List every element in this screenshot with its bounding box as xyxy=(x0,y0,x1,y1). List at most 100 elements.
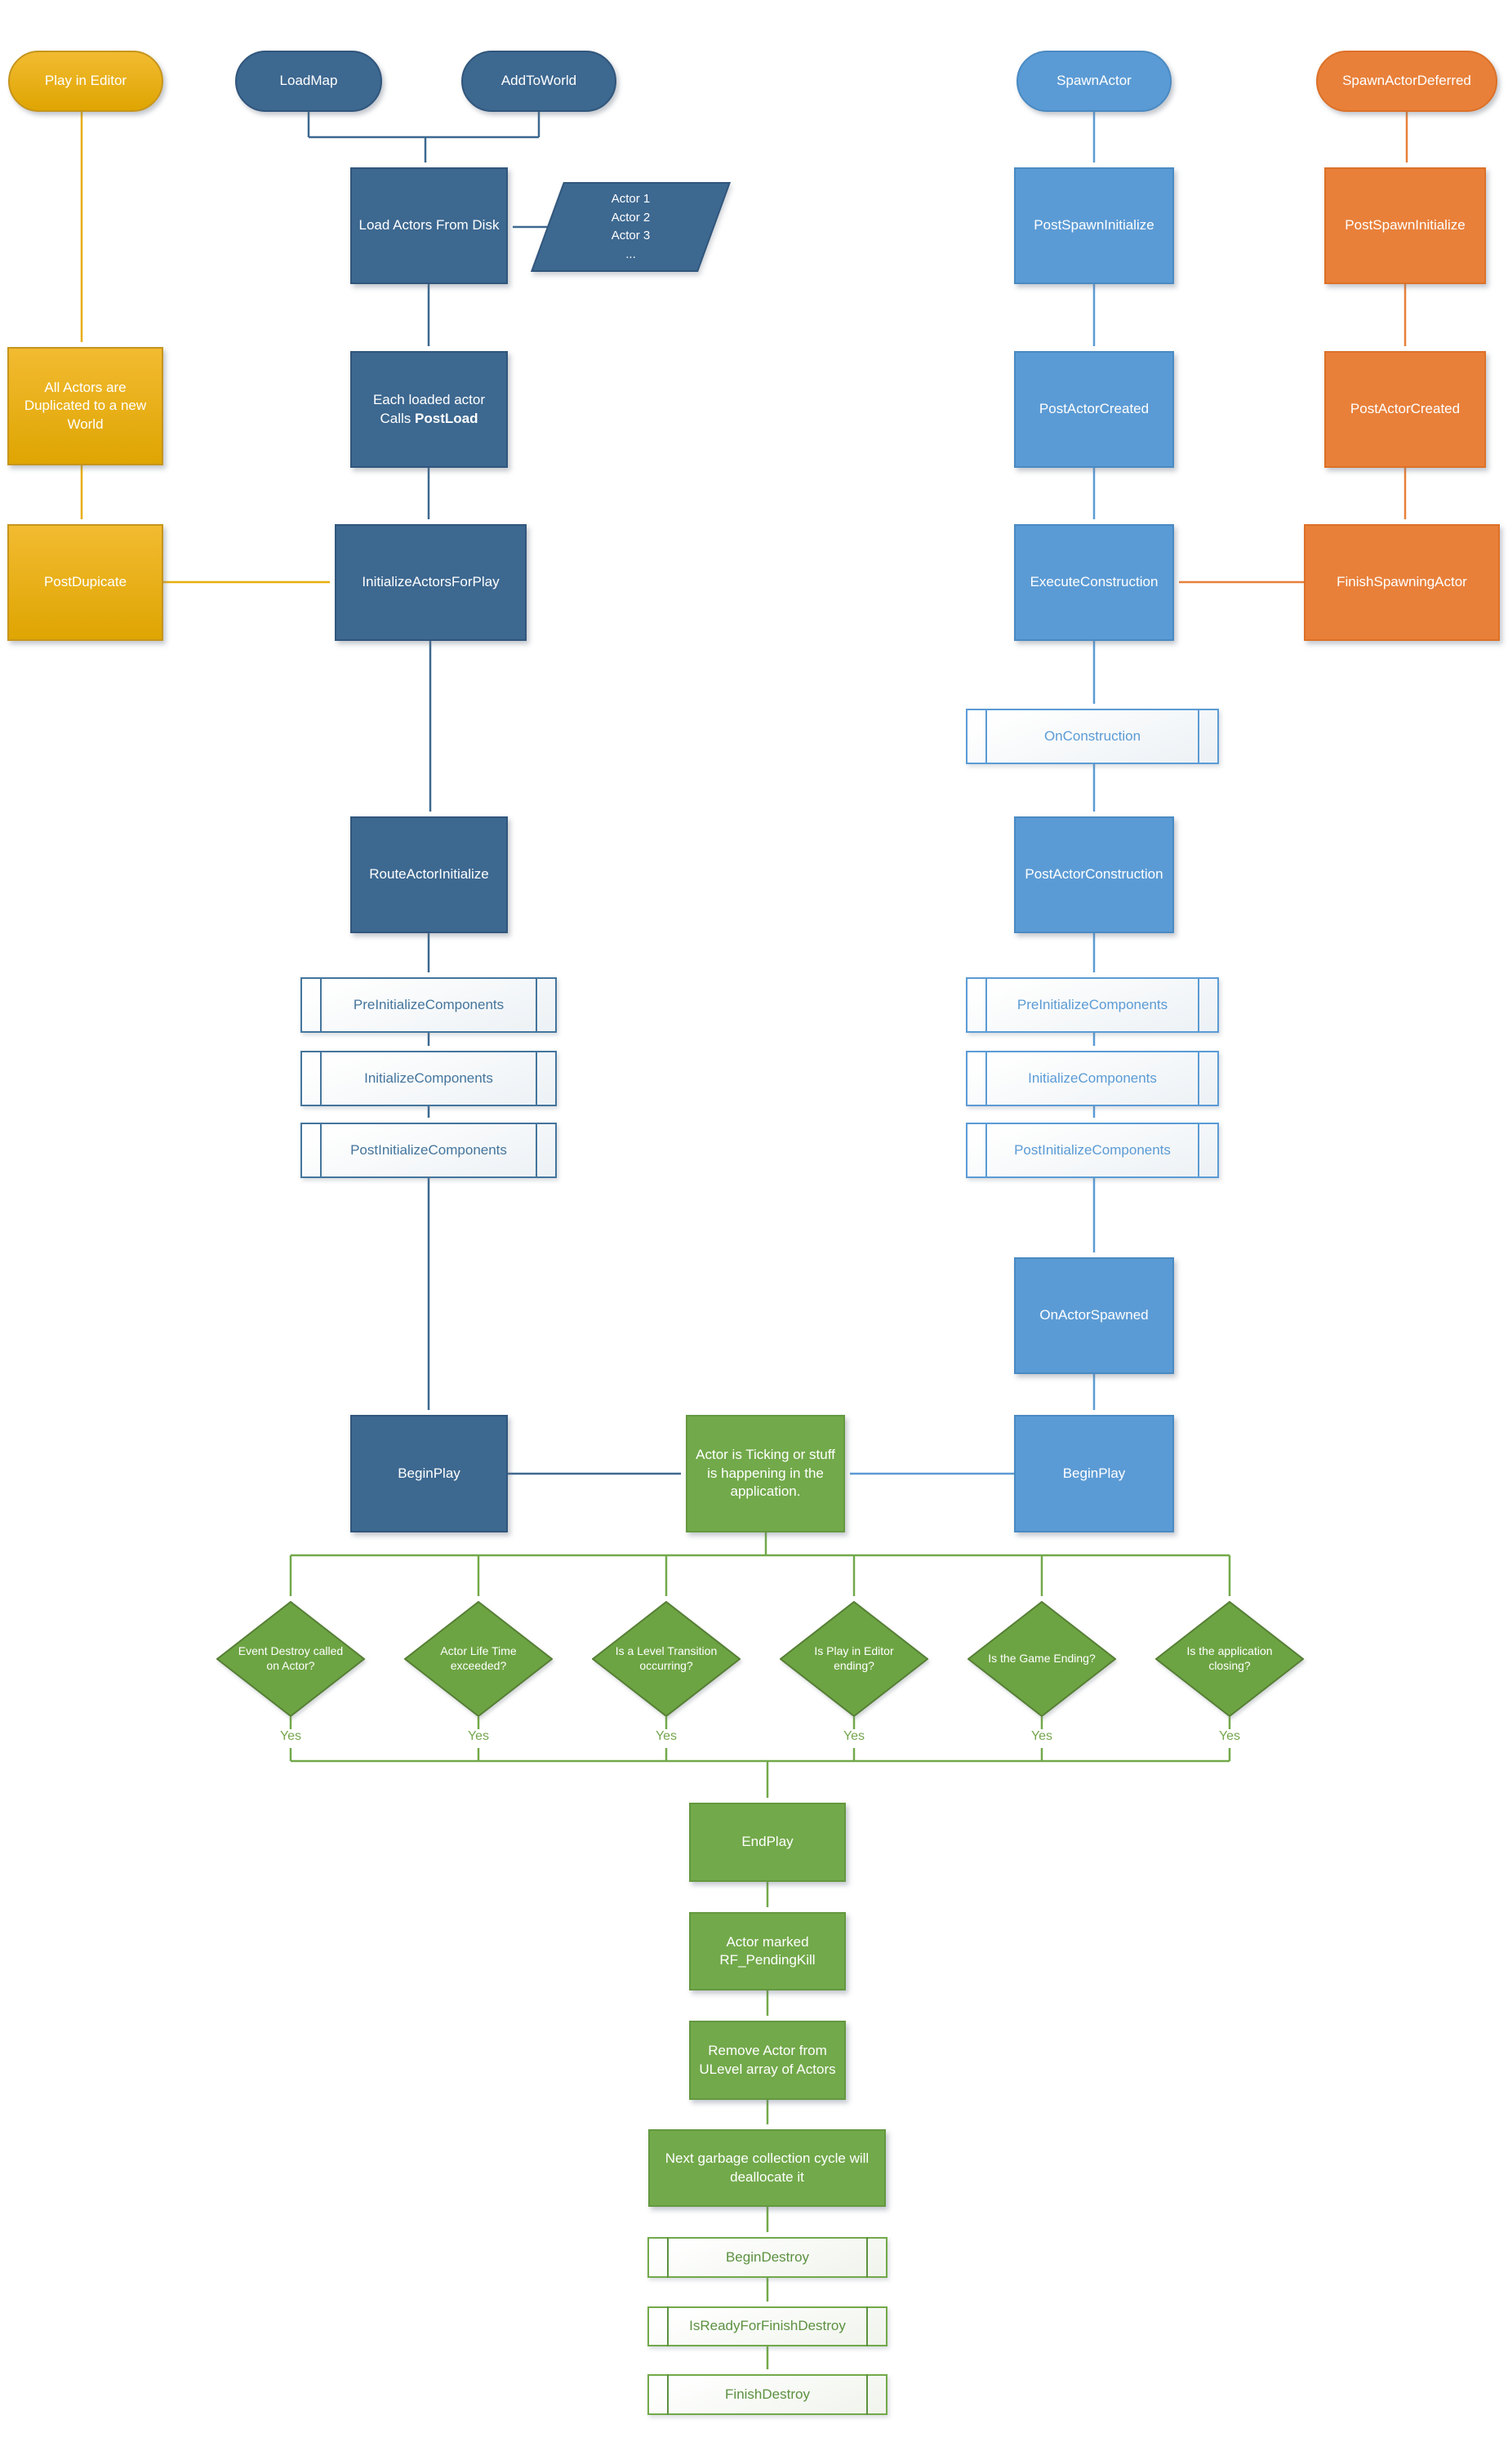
actor-marked-pending-kill-node: Actor marked RF_PendingKill xyxy=(689,1912,846,1990)
node-label: BeginDestroy xyxy=(725,2248,810,2265)
subprocess-bar xyxy=(536,1123,537,1178)
yes-label: Yes xyxy=(467,1729,490,1743)
post-spawn-initialize-orange-node: PostSpawnInitialize xyxy=(1324,167,1486,284)
diamond-shape xyxy=(592,1601,741,1717)
diamond-shape xyxy=(1155,1601,1304,1717)
route-actor-initialize-node: RouteActorInitialize xyxy=(350,816,508,933)
actor-ticking-node: Actor is Ticking or stuff is happening i… xyxy=(686,1415,845,1532)
diamond-shape xyxy=(216,1601,365,1717)
yes-label: Yes xyxy=(843,1729,865,1743)
yes-label: Yes xyxy=(279,1729,302,1743)
node-label: Actor marked RF_PendingKill xyxy=(719,1933,816,1968)
node-label: BeginPlay xyxy=(398,1465,460,1481)
node-label: FinishSpawningActor xyxy=(1337,574,1467,590)
node-label: Load Actors From Disk xyxy=(358,217,500,234)
node-label: InitializeComponents xyxy=(1028,1070,1157,1086)
node-label: IsReadyForFinishDestroy xyxy=(689,2318,846,2334)
node-label: BeginPlay xyxy=(1062,1465,1126,1481)
each-loaded-actor-node: Each loaded actor Calls PostLoad xyxy=(350,351,508,468)
yes-label: Yes xyxy=(655,1729,678,1743)
decision-play-in-editor-ending: Is Play in Editor ending? xyxy=(780,1601,928,1717)
actor-list-line: ... xyxy=(625,247,636,261)
finish-spawning-actor-node: FinishSpawningActor xyxy=(1304,524,1500,641)
add-to-world-terminator: AddToWorld xyxy=(461,51,616,112)
actor-list-data-node: Actor 1 Actor 2 Actor 3 ... xyxy=(530,182,732,272)
spawn-actor-terminator: SpawnActor xyxy=(1016,51,1172,112)
label-line2: Calls xyxy=(380,410,416,426)
execute-construction-node: ExecuteConstruction xyxy=(1014,524,1174,641)
load-map-terminator: LoadMap xyxy=(235,51,382,112)
node-label: Next garbage collection cycle will deall… xyxy=(665,2150,870,2185)
node-label: Remove Actor from ULevel array of Actors xyxy=(699,2043,836,2077)
node-label: PreInitializeComponents xyxy=(353,996,505,1012)
label-line1: Each loaded actor xyxy=(372,392,486,408)
node-label: SpawnActorDeferred xyxy=(1342,73,1471,89)
diamond-shape xyxy=(968,1601,1116,1717)
spawn-actor-deferred-terminator: SpawnActorDeferred xyxy=(1316,51,1497,112)
node-label: Is the Game Ending? xyxy=(988,1652,1096,1666)
actor-list-line: Actor 2 xyxy=(611,210,651,225)
subprocess-bar xyxy=(1198,1123,1199,1178)
post-actor-created-orange-node: PostActorCreated xyxy=(1324,351,1486,468)
subprocess-bar xyxy=(1198,709,1199,764)
node-label: OnActorSpawned xyxy=(1039,1307,1149,1323)
node-label: Is a Level Transition occurring? xyxy=(615,1644,718,1672)
post-initialize-components-right-subprocess: PostInitializeComponents xyxy=(966,1123,1219,1178)
node-label: Is the application closing? xyxy=(1186,1644,1273,1672)
yes-label: Yes xyxy=(1030,1729,1053,1743)
post-initialize-components-left-subprocess: PostInitializeComponents xyxy=(300,1123,557,1178)
subprocess-bar xyxy=(320,977,322,1033)
subprocess-bar xyxy=(985,709,987,764)
actor-list-line: Actor 1 xyxy=(611,192,651,206)
label-postload-bold: PostLoad xyxy=(415,410,478,426)
decision-application-closing: Is the application closing? xyxy=(1155,1601,1304,1717)
post-actor-created-blue-node: PostActorCreated xyxy=(1014,351,1174,468)
node-label: Is Play in Editor ending? xyxy=(814,1644,894,1672)
node-label: Each loaded actor Calls PostLoad xyxy=(373,391,485,428)
subprocess-bar xyxy=(320,1123,322,1178)
subprocess-bar xyxy=(536,1051,537,1106)
node-label: Event Destroy called on Actor? xyxy=(238,1644,344,1672)
subprocess-bar xyxy=(985,977,987,1033)
node-label: PostSpawnInitialize xyxy=(1034,217,1154,234)
subprocess-bar xyxy=(866,2237,868,2278)
decision-game-ending: Is the Game Ending? xyxy=(968,1601,1116,1717)
initialize-actors-for-play-node: InitializeActorsForPlay xyxy=(335,524,527,641)
node-label: PostActorConstruction xyxy=(1025,866,1163,883)
node-label: PreInitializeComponents xyxy=(1016,996,1168,1012)
subprocess-bar xyxy=(667,2237,669,2278)
initialize-components-left-subprocess: InitializeComponents xyxy=(300,1051,557,1106)
decision-actor-life-time: Actor Life Time exceeded? xyxy=(404,1601,553,1717)
node-label: EndPlay xyxy=(741,1834,794,1850)
node-label: PostActorCreated xyxy=(1350,401,1461,417)
begin-play-left-node: BeginPlay xyxy=(350,1415,508,1532)
actor-list-line: Actor 3 xyxy=(611,229,651,242)
play-in-editor-terminator: Play in Editor xyxy=(8,51,163,112)
initialize-components-right-subprocess: InitializeComponents xyxy=(966,1051,1219,1106)
node-label: RouteActorInitialize xyxy=(369,866,489,883)
node-label: Actor 1 Actor 2 Actor 3 ... xyxy=(612,190,651,264)
node-label: Play in Editor xyxy=(44,73,127,89)
begin-play-right-node: BeginPlay xyxy=(1014,1415,1174,1532)
node-label: FinishDestroy xyxy=(725,2386,810,2402)
node-label: PostInitializeComponents xyxy=(1014,1141,1171,1158)
node-label: PostDupicate xyxy=(43,574,127,590)
node-label: SpawnActor xyxy=(1056,73,1132,89)
begin-destroy-subprocess: BeginDestroy xyxy=(647,2237,887,2278)
subprocess-bar xyxy=(536,977,537,1033)
node-label: Actor Life Time exceeded? xyxy=(440,1644,517,1672)
post-duplicate-node: PostDupicate xyxy=(7,524,163,641)
node-label: Actor is Ticking or stuff is happening i… xyxy=(696,1447,835,1500)
finish-destroy-subprocess: FinishDestroy xyxy=(647,2374,887,2415)
diamond-shape xyxy=(404,1601,553,1717)
yes-label: Yes xyxy=(1218,1729,1241,1743)
decision-event-destroy: Event Destroy called on Actor? xyxy=(216,1601,365,1717)
subprocess-bar xyxy=(866,2306,868,2346)
node-label: OnConstruction xyxy=(1043,727,1141,744)
pre-initialize-components-left-subprocess: PreInitializeComponents xyxy=(300,977,557,1033)
decision-level-transition: Is a Level Transition occurring? xyxy=(592,1601,741,1717)
remove-actor-node: Remove Actor from ULevel array of Actors xyxy=(689,2021,846,2100)
on-construction-subprocess: OnConstruction xyxy=(966,709,1219,764)
node-label: InitializeActorsForPlay xyxy=(362,574,500,590)
